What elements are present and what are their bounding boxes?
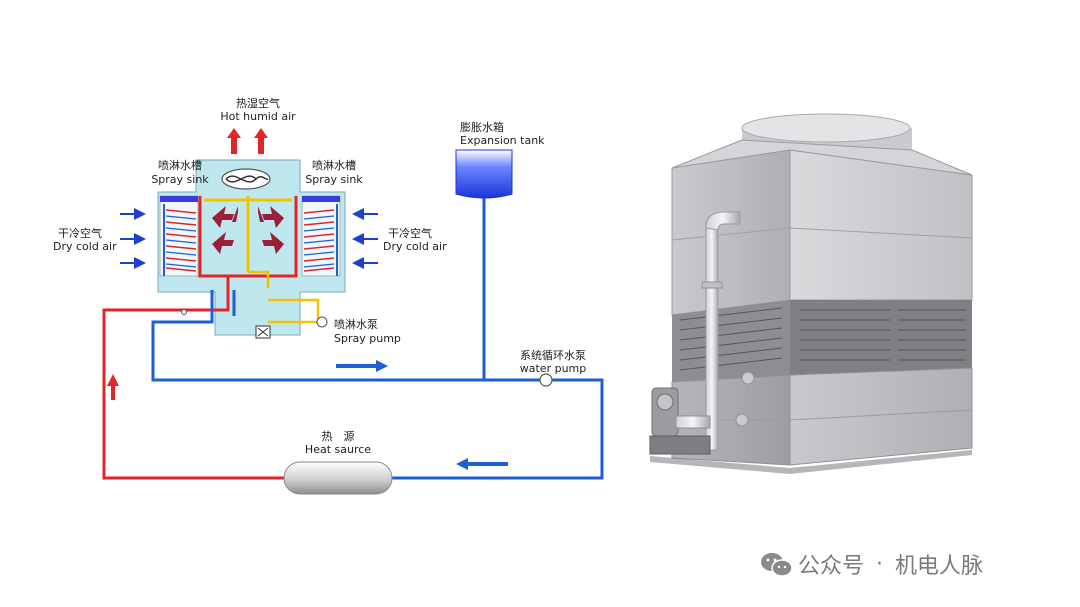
- air-flow-arrows: [212, 206, 284, 254]
- hot-air-arrows: [227, 128, 268, 154]
- heat-source-label-en: Heat saurce: [304, 443, 372, 456]
- expansion-tank: [455, 149, 513, 199]
- dry-cold-air-right-label-en: Dry cold air: [383, 240, 447, 253]
- watermark-separator: ·: [876, 551, 884, 577]
- spray-sink-right-label-cn: 喷淋水槽: [312, 159, 356, 172]
- hot-humid-air-label-en: Hot humid air: [220, 110, 296, 123]
- water-pump-label-en: water pump: [519, 362, 587, 375]
- watermark: 公众号 · 机电人脉: [798, 548, 983, 580]
- inner-piping: [198, 196, 328, 339]
- dry-cold-air-left-label-en: Dry cold air: [53, 240, 117, 253]
- expansion-tank-label-en: Expansion tank: [460, 134, 545, 147]
- wechat-icon: [761, 553, 793, 577]
- spray-pump-label-en: Spray pump: [334, 332, 401, 345]
- watermark-name: 机电人脉: [895, 554, 984, 579]
- cold-flow-arrow-bottom: [456, 458, 508, 470]
- cold-air-arrows-left: [120, 208, 146, 269]
- cold-flow-arrow-top: [336, 360, 388, 372]
- fan-icon: [221, 168, 271, 190]
- left-coil-pack: [159, 195, 199, 277]
- spray-sink-left-label-cn: 喷淋水槽: [158, 159, 202, 172]
- dry-cold-air-left-label-cn: 干冷空气: [58, 227, 102, 240]
- hot-humid-air-label-cn: 热湿空气: [236, 97, 280, 110]
- dry-cold-air-right-label-cn: 干冷空气: [388, 227, 432, 240]
- hot-flow-arrow: [107, 374, 119, 400]
- spray-pump-label-cn: 喷淋水泵: [334, 318, 378, 331]
- pump-icon: [649, 387, 711, 455]
- heat-source-label-cn: 热 源: [321, 430, 355, 443]
- spray-pump-icon: [316, 316, 328, 328]
- watermark-prefix: 公众号: [798, 554, 865, 579]
- right-coil-pack: [301, 195, 341, 277]
- water-pump-icon: [539, 373, 553, 387]
- tower-body: [157, 159, 346, 336]
- hot-water-pipe: [102, 276, 284, 480]
- expansion-tank-label-cn: 膨胀水箱: [460, 121, 504, 134]
- cold-air-arrows-right: [352, 208, 378, 269]
- heat-source: [283, 461, 393, 495]
- spray-sink-left-label-en: Spray sink: [151, 173, 209, 186]
- cooling-tower-render: [649, 113, 973, 474]
- spray-sink-right-label-en: Spray sink: [305, 173, 363, 186]
- cold-water-pipe: [151, 198, 604, 480]
- water-pump-label-cn: 系统循环水泵: [520, 349, 586, 362]
